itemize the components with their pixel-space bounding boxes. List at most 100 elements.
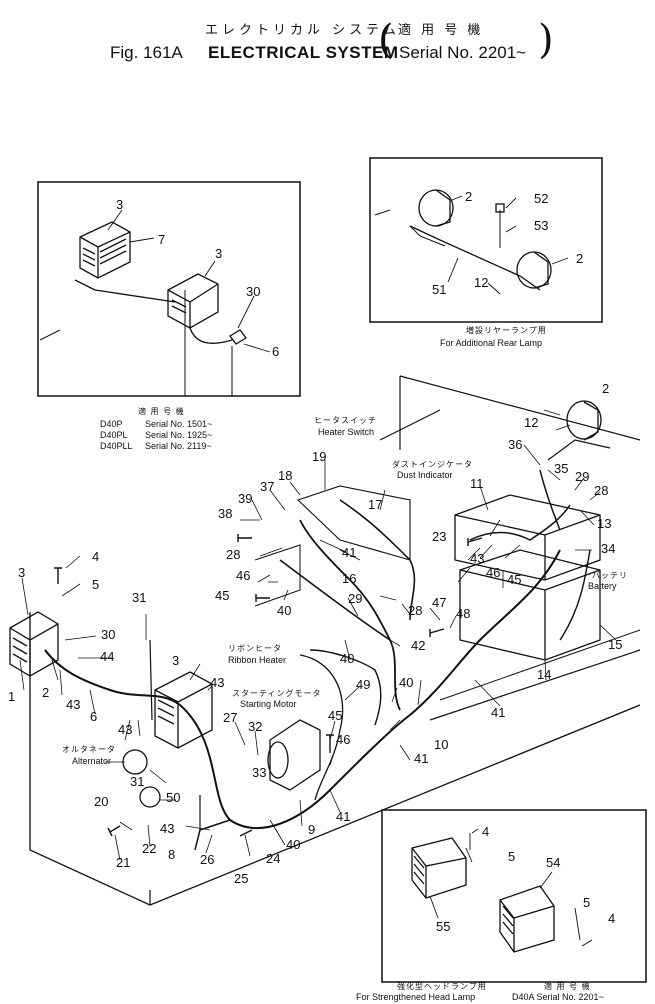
callout-38: 38 [218,506,233,521]
callout-32: 32 [248,719,263,734]
callout-14: 14 [537,667,552,682]
callout-33: 33 [252,765,267,780]
callout-16: 16 [342,571,357,586]
model-2-serial: Serial No. 1925~ [145,430,213,440]
callout-41c: 41 [342,545,357,560]
callout-1: 1 [8,689,16,704]
callout-20: 20 [94,794,109,809]
callout-39: 39 [238,491,253,506]
inset-left-connector [229,329,247,345]
model-1: D40P [100,419,123,429]
callout-40d: 40 [277,603,292,618]
inset-left-callout-3a: 3 [116,197,124,212]
callout-45b: 45 [215,588,230,603]
callout-9: 9 [308,822,316,837]
callout-43d: 43 [160,821,175,836]
callout-13: 13 [597,516,612,531]
inset-head-caption-jp: 強化型ヘッドランプ用 [397,982,487,991]
callout-43a: 43 [66,697,81,712]
starting-motor-label-jp: スターティングモータ [232,689,322,698]
inset-rear-callout-52: 52 [534,191,549,206]
callout-28b: 28 [226,547,241,562]
inset-left-applicability-jp: 適 用 号 機 [138,407,185,416]
callout-45a: 45 [328,708,343,723]
inset-rear-callout-53: 53 [534,218,549,233]
callout-44: 44 [100,649,115,664]
center-work-lamp [154,671,213,749]
inset-head-callout-5b: 5 [583,895,591,910]
callout-3: 3 [18,565,26,580]
inset-rear-callout-51: 51 [432,282,447,297]
callout-48: 48 [456,606,471,621]
inset-head-callout-5a: 5 [508,849,516,864]
callout-2: 2 [42,685,50,700]
inset-rear-caption: For Additional Rear Lamp [440,338,543,348]
heater-switch-label-jp: ヒータスイッチ [314,416,377,425]
model-1-serial: Serial No. 1501~ [145,419,213,429]
inset-head-lamp-2 [499,885,555,953]
callout-40b: 40 [399,675,414,690]
dash-panel [296,485,411,561]
callout-31a: 31 [132,590,147,605]
inset-head-lamp-1 [411,837,467,899]
callout-24: 24 [266,851,281,866]
model-3: D40PLL [100,441,133,451]
callout-12: 12 [524,415,539,430]
callout-47: 47 [432,595,447,610]
model-3-serial: Serial No. 2119~ [145,441,212,451]
callout-49: 49 [356,677,371,692]
callout-40a: 40 [286,837,301,852]
inset-left-callout-7: 7 [158,232,166,247]
callout-27: 27 [223,710,238,725]
inset-head-serial-jp: 適 用 号 機 [544,982,591,991]
inset-rear-callout-12: 12 [474,275,489,290]
callout-45c: 45 [507,572,522,587]
title-japanese: エレクトリカル システム [205,23,400,38]
callout-22: 22 [142,841,157,856]
inset-head-caption: For Strengthened Head Lamp [356,992,476,1002]
callout-42: 42 [411,638,426,653]
battery-box [454,494,601,661]
callout-8: 8 [168,847,176,862]
inset-rear-lamp-1 [418,189,454,227]
callout-35: 35 [554,461,569,476]
main-head-lamp [9,611,59,677]
callout-11: 11 [470,476,484,491]
alternator [122,749,148,775]
inset-left-callout-6: 6 [272,344,280,359]
inset-left-frame [37,181,301,397]
inset-rear-lamp-2 [516,251,552,289]
alternator-label: Alternator [72,756,112,766]
inset-left-lamp-2 [167,273,219,329]
callout-15: 15 [608,637,623,652]
inset-rear-bracket [409,225,541,291]
heater-switch-label: Heater Switch [318,427,375,437]
callout-46a: 46 [336,732,351,747]
inset-rear-callout-2a: 2 [465,189,473,204]
callout-2-rear: 2 [602,381,610,396]
callout-34: 34 [601,541,616,556]
battery-label: Battery [588,581,617,591]
callout-6: 6 [90,709,98,724]
callout-23: 23 [432,529,447,544]
callout-31b: 31 [130,774,145,789]
rear-lamp [566,400,602,440]
figure-number: Fig. 161A [110,43,183,62]
callout-28a: 28 [408,603,423,618]
callout-41a: 41 [336,809,351,824]
starting-motor [267,719,321,791]
callout-21: 21 [116,855,131,870]
ribbon-heater-label: Ribbon Heater [228,655,287,665]
inset-rear-callout-2b: 2 [576,251,584,266]
dust-indicator-label: Dust Indicator [397,470,453,480]
inset-head-callout-4b: 4 [608,911,616,926]
callout-43c: 43 [210,675,225,690]
callout-29b: 29 [575,469,590,484]
callout-18: 18 [278,468,293,483]
inset-rear-caption-jp: 増設リヤーランプ用 [466,326,547,335]
callout-46c: 46 [486,565,501,580]
callout-4: 4 [92,549,100,564]
callout-36: 36 [508,437,523,452]
ribbon-heater-label-jp: リボンヒータ [228,644,282,653]
